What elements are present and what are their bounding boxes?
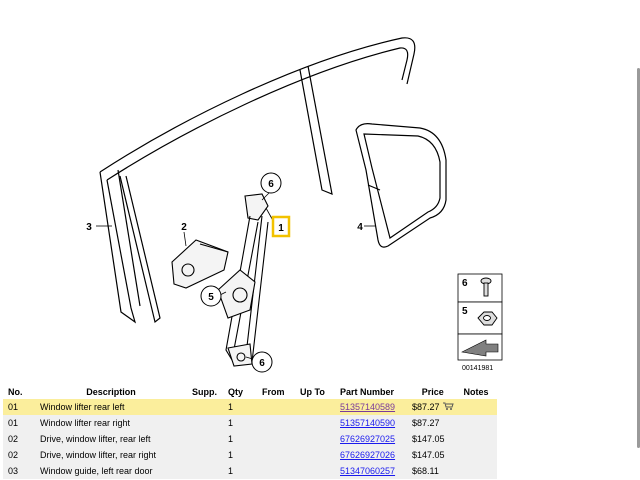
row-price: $147.05 — [412, 450, 445, 460]
row-no: 01 — [8, 418, 19, 428]
legend-item-5: 5 — [462, 306, 468, 317]
row-notes — [459, 399, 497, 415]
row-notes — [459, 447, 497, 463]
quarter-glass-drawing — [355, 123, 447, 248]
nut-icon — [477, 311, 498, 326]
col-notes: Notes — [463, 386, 489, 397]
col-price: Price — [421, 386, 444, 397]
table-row[interactable]: 02 Drive, window lifter, rear left 1 676… — [3, 431, 497, 447]
row-notes — [459, 415, 497, 431]
row-no: 02 — [8, 434, 19, 444]
row-notes — [459, 431, 497, 447]
col-part-number: Part Number — [340, 386, 395, 397]
fastener-legend: 6 5 00141981 — [457, 273, 503, 372]
table-row[interactable]: 02 Drive, window lifter, rear right 1 67… — [3, 447, 497, 463]
door-frame-drawing — [99, 37, 416, 324]
row-upto — [295, 447, 335, 463]
row-price: $147.05 — [412, 434, 445, 444]
row-qty: 1 — [228, 450, 234, 460]
row-description: Drive, window lifter, rear right — [40, 450, 157, 460]
row-supp — [187, 431, 223, 447]
col-description: Description — [86, 386, 136, 397]
callout-6-top[interactable]: 6 — [268, 179, 274, 190]
row-supp — [187, 415, 223, 431]
row-upto — [295, 399, 335, 415]
table-header-row: No. Description Supp. Qty From Up To Par… — [3, 384, 497, 399]
vertical-scrollbar[interactable] — [637, 68, 640, 448]
callout-5-circle — [200, 285, 222, 307]
table-row[interactable]: 03 Window guide, left rear door 1 513470… — [3, 463, 497, 479]
part-number-link[interactable]: 67626927025 — [340, 434, 396, 444]
row-part-number: 67626927026 — [335, 447, 407, 463]
row-upto — [295, 431, 335, 447]
parts-table: No. Description Supp. Qty From Up To Par… — [3, 384, 497, 479]
part-number-link[interactable]: 51357140590 — [340, 418, 396, 428]
callout-2[interactable]: 2 — [181, 222, 187, 233]
row-description: Window lifter rear right — [40, 418, 131, 428]
callout-3[interactable]: 3 — [86, 222, 92, 233]
price-value: $87.27 — [412, 401, 440, 412]
row-upto — [295, 463, 335, 479]
row-price: $68.11 — [412, 466, 439, 476]
callout-1[interactable]: 1 — [278, 223, 284, 234]
part-number-link[interactable]: 51357140589 — [340, 402, 396, 412]
col-no: No. — [8, 386, 23, 397]
row-notes — [459, 463, 497, 479]
row-no: 01 — [8, 402, 19, 412]
callout-6-top-circle — [260, 172, 282, 194]
gray-arrow-icon — [461, 339, 499, 357]
row-description: Window guide, left rear door — [40, 466, 153, 476]
row-supp — [187, 447, 223, 463]
row-part-number: 51357140590 — [335, 415, 407, 431]
part-number-link[interactable]: 67626927026 — [340, 450, 396, 460]
row-part-number: 51357140589 — [335, 399, 407, 415]
row-price: $87.27 — [407, 399, 459, 415]
window-regulator-drawing — [217, 193, 269, 367]
row-from — [257, 447, 295, 463]
row-qty: 1 — [228, 402, 234, 412]
row-supp — [187, 463, 223, 479]
callout-6-bottom-circle — [251, 351, 273, 373]
row-part-number: 67626927025 — [335, 431, 407, 447]
row-part-number: 51347060257 — [335, 463, 407, 479]
row-description: Window lifter rear left — [40, 402, 125, 412]
table-row[interactable]: 01 Window lifter rear left 1 51357140589… — [3, 399, 497, 415]
row-from — [257, 399, 295, 415]
row-qty: 1 — [228, 418, 234, 428]
part-number-link[interactable]: 51347060257 — [340, 466, 396, 476]
row-upto — [295, 415, 335, 431]
row-qty: 1 — [228, 466, 234, 476]
callout-5[interactable]: 5 — [208, 292, 214, 303]
row-no: 03 — [8, 466, 19, 476]
callout-6-bottom[interactable]: 6 — [259, 358, 265, 369]
legend-item-6: 6 — [462, 278, 468, 289]
col-from: From — [262, 386, 285, 397]
row-from — [257, 415, 295, 431]
table-row[interactable]: 01 Window lifter rear right 1 5135714059… — [3, 415, 497, 431]
row-from — [257, 431, 295, 447]
cart-icon[interactable] — [442, 402, 454, 412]
callout-1-highlight-box[interactable] — [271, 215, 291, 238]
col-upto: Up To — [300, 386, 325, 397]
col-supp: Supp. — [192, 386, 217, 397]
leader-lines — [96, 189, 376, 361]
image-code: 00141981 — [462, 365, 493, 372]
callout-4[interactable]: 4 — [357, 222, 363, 233]
col-qty: Qty — [228, 386, 244, 397]
row-supp — [187, 399, 223, 415]
window-motor-drawing — [171, 239, 229, 289]
parts-diagram: 1 2 3 4 5 6 6 6 5 00141981 — [86, 37, 503, 373]
row-description: Drive, window lifter, rear left — [40, 434, 151, 444]
row-no: 02 — [8, 450, 19, 460]
screw-icon — [480, 277, 492, 297]
row-price: $87.27 — [412, 418, 440, 428]
row-from — [257, 463, 295, 479]
row-qty: 1 — [228, 434, 234, 444]
